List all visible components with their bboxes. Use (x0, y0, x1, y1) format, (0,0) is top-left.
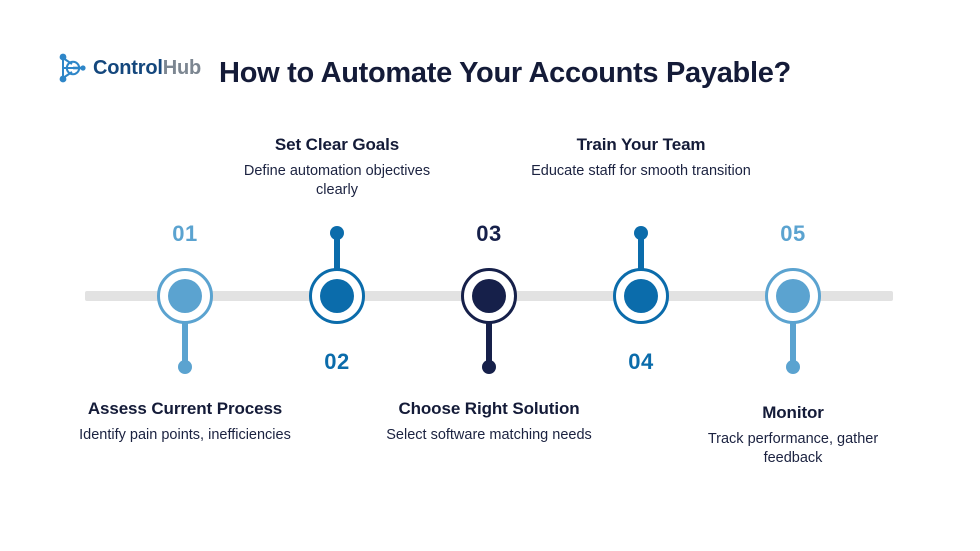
step-marker-inner-02 (320, 279, 354, 313)
step-text-01: Assess Current Process Identify pain poi… (75, 398, 295, 445)
step-marker-04[interactable] (613, 268, 669, 324)
step-title-05: Monitor (762, 403, 824, 422)
step-connector-dot-03 (482, 360, 496, 374)
step-connector-02 (334, 228, 340, 276)
step-marker-03[interactable] (461, 268, 517, 324)
step-marker-inner-03 (472, 279, 506, 313)
step-connector-05 (790, 318, 796, 368)
page-title: How to Automate Your Accounts Payable? (219, 57, 791, 89)
step-text-04: Train Your Team Educate staff for smooth… (531, 134, 751, 181)
brand-name-primary: Control (93, 57, 163, 79)
step-marker-inner-04 (624, 279, 658, 313)
step-text-05: Monitor Track performance, gather feedba… (683, 402, 903, 469)
step-connector-01 (182, 318, 188, 368)
step-description-05: Track performance, gather feedback (707, 430, 879, 467)
step-title-01: Assess Current Process (87, 399, 283, 418)
brand-logo[interactable]: ControlHub (56, 52, 201, 84)
step-number-02: 02 (324, 349, 350, 374)
step-connector-04 (638, 228, 644, 276)
step-description-03: Select software matching needs (386, 426, 592, 443)
step-connector-dot-05 (786, 360, 800, 374)
step-title-02: Set Clear Goals (274, 135, 400, 154)
step-text-02: Set Clear Goals Define automation object… (227, 134, 447, 201)
step-marker-05[interactable] (765, 268, 821, 324)
step-title-04: Train Your Team (576, 135, 706, 154)
step-marker-02[interactable] (309, 268, 365, 324)
step-number-01: 01 (172, 221, 198, 246)
step-connector-03 (486, 318, 492, 368)
step-number-04: 04 (628, 349, 654, 374)
step-description-01: Identify pain points, inefficiencies (79, 426, 291, 443)
step-number-05: 05 (780, 221, 806, 246)
step-description-02: Define automation objectives clearly (243, 162, 431, 199)
network-node-icon (56, 52, 86, 84)
step-connector-dot-01 (178, 360, 192, 374)
step-marker-01[interactable] (157, 268, 213, 324)
step-description-04: Educate staff for smooth transition (531, 162, 751, 179)
step-marker-inner-01 (168, 279, 202, 313)
step-text-03: Choose Right Solution Select software ma… (379, 398, 599, 445)
step-title-03: Choose Right Solution (398, 399, 580, 418)
brand-wordmark: ControlHub (93, 58, 201, 78)
step-marker-inner-05 (776, 279, 810, 313)
step-number-03: 03 (476, 221, 502, 246)
brand-name-secondary: Hub (162, 57, 201, 79)
